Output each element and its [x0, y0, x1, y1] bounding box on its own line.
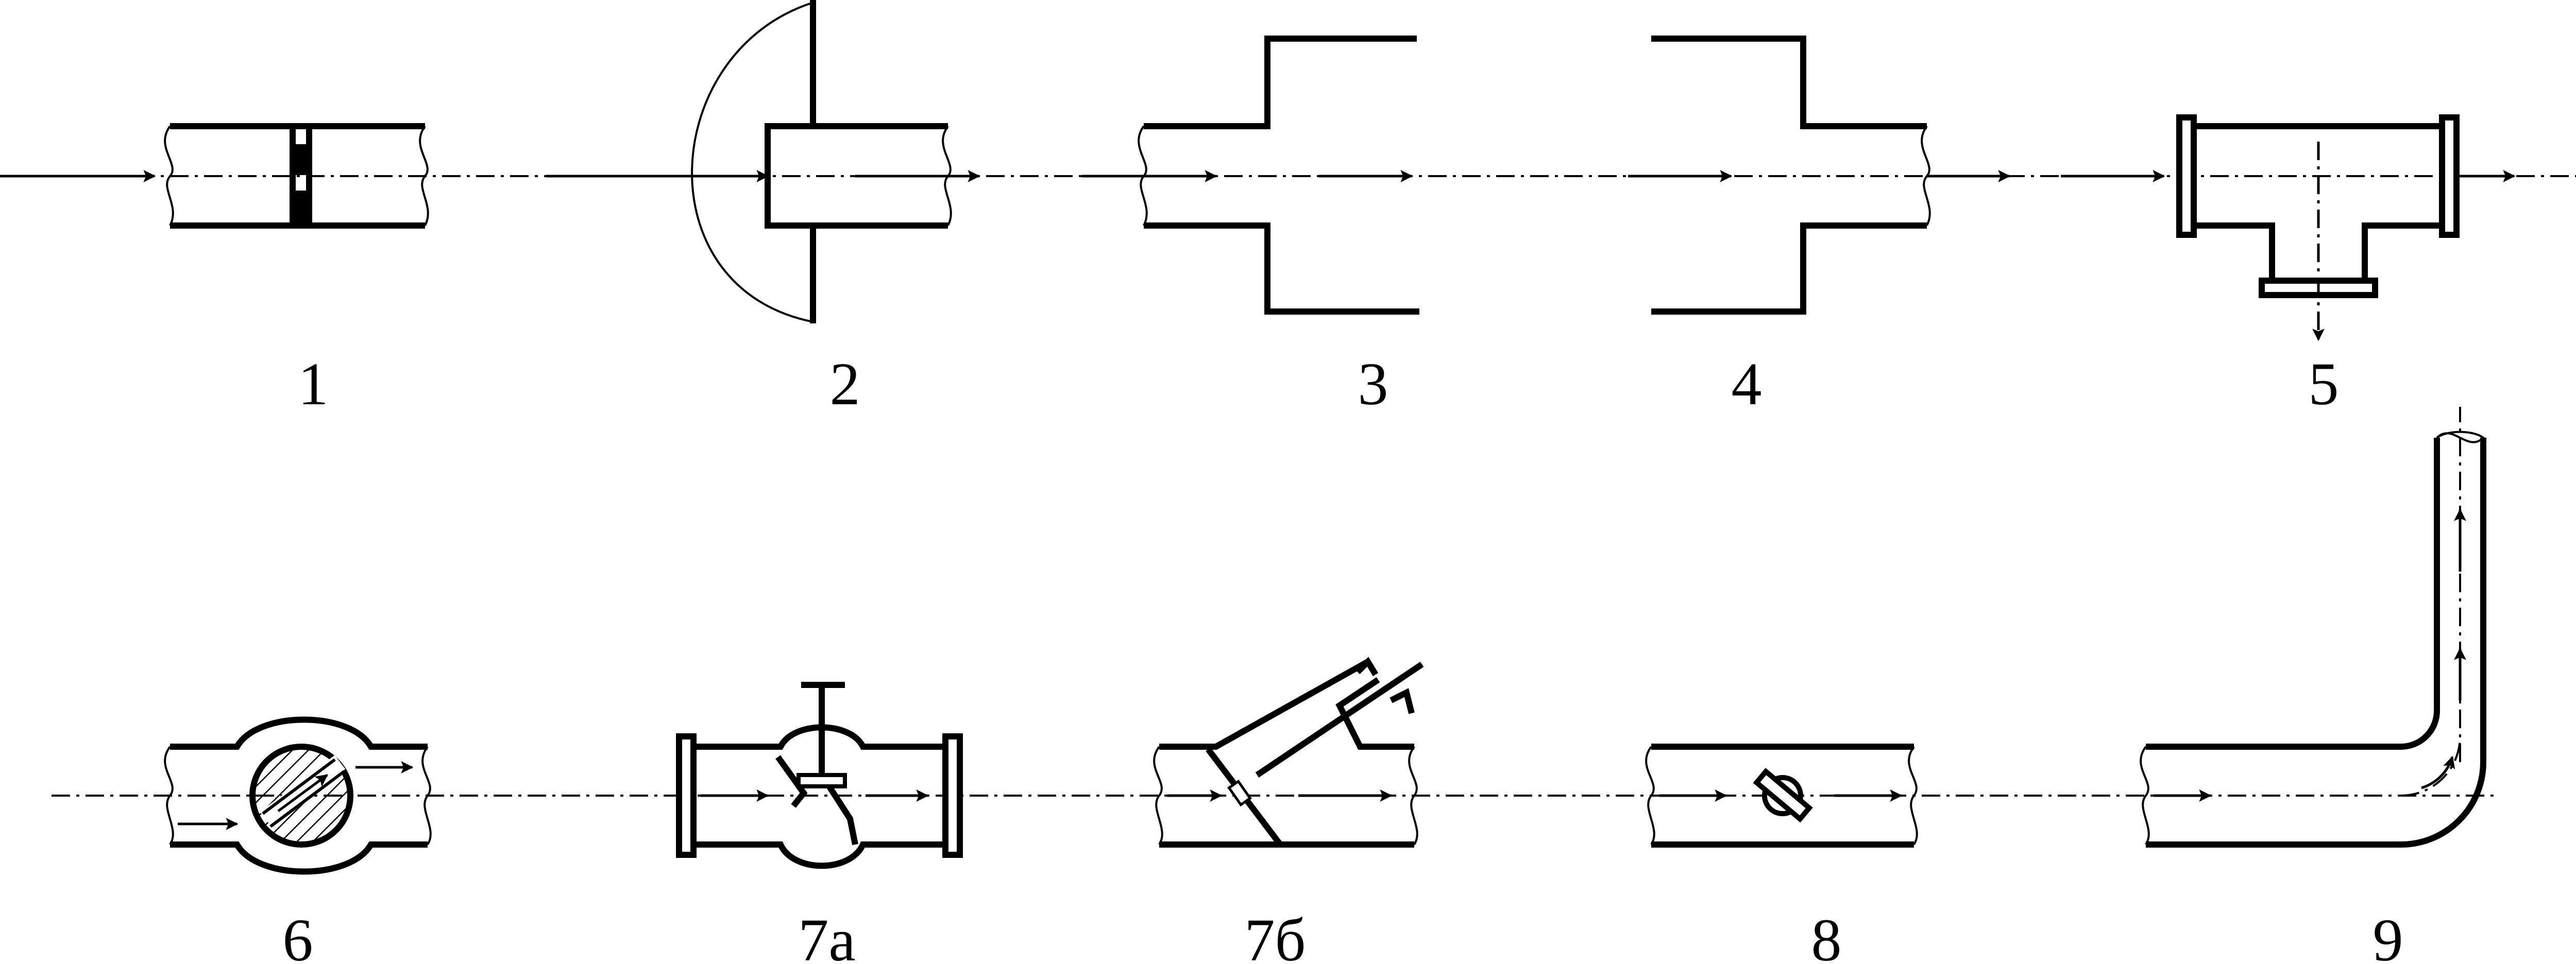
- figure-5-flanged-tee: [2061, 114, 2516, 341]
- figure-1-label: 1: [298, 350, 329, 418]
- figure-2-inlet-from-wall: [546, 0, 980, 323]
- figure-6-label: 6: [283, 906, 313, 964]
- figure-7a-globe-valve: [676, 682, 963, 869]
- figure-3-sudden-expansion: [1082, 36, 1419, 315]
- figure-4-sudden-contraction: [1628, 36, 2011, 315]
- figure-9-label: 9: [2373, 906, 2403, 964]
- figure-5-label: 5: [2309, 350, 2339, 418]
- figure-1-straight-pipe-orifice: [0, 123, 429, 229]
- figure-6-plug-valve: [164, 716, 432, 875]
- figure-8-label: 8: [1811, 906, 1842, 964]
- figure-4-label: 4: [1732, 350, 1762, 418]
- figure-7b-angle-valve: [1153, 657, 1424, 848]
- figure-7b-label: 7б: [1244, 906, 1306, 964]
- figure-9-pipe-bend: [2140, 407, 2486, 848]
- figure-2-label: 2: [830, 350, 860, 418]
- figure-8-butterfly-valve: [1645, 744, 1918, 848]
- figure-7a-label: 7а: [798, 906, 855, 964]
- figure-3-label: 3: [1358, 350, 1388, 418]
